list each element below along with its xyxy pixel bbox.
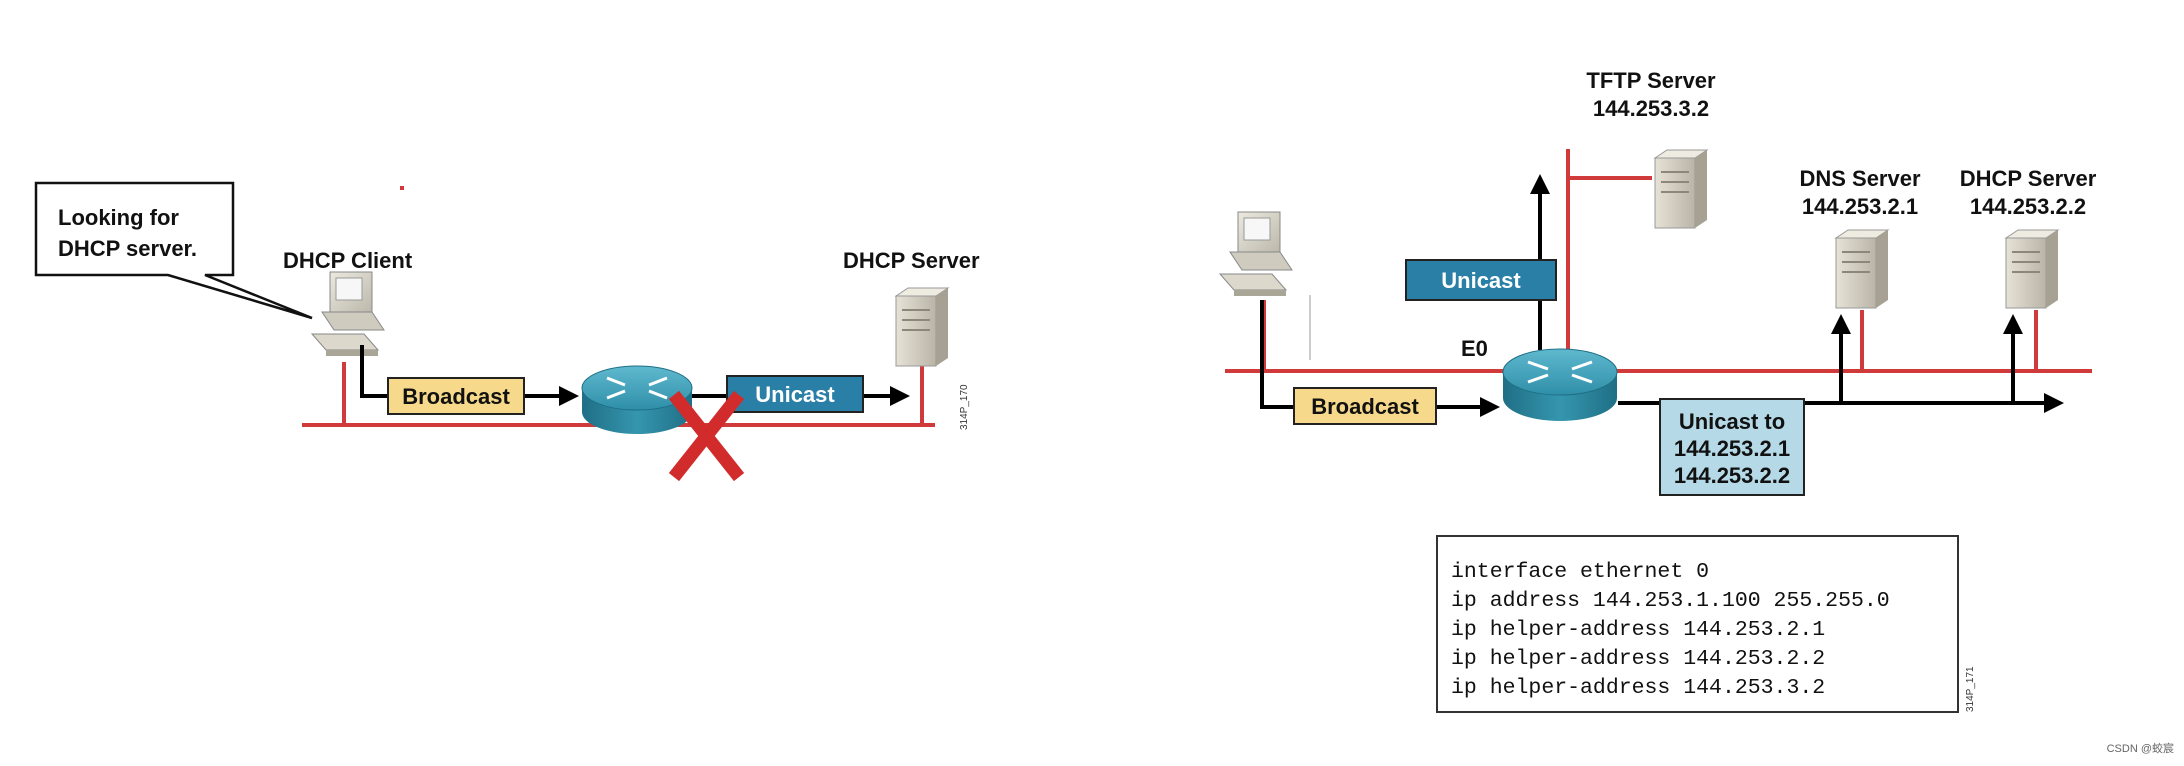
dhcp-server-icon (2004, 229, 2060, 309)
router-config-box: interface ethernet 0 ip address 144.253.… (1436, 535, 1959, 713)
config-line-3: ip helper-address 144.253.2.1 (1451, 618, 1825, 642)
left-broadcast-box: Broadcast (387, 377, 525, 415)
dhcp-client-label: DHCP Client (283, 248, 413, 273)
client-pc-icon-right (1218, 211, 1293, 296)
right-router-icon (1502, 348, 1618, 421)
left-router-icon (581, 365, 693, 434)
right-unicast-box: Unicast (1405, 259, 1557, 301)
config-line-1: interface ethernet 0 (1451, 560, 1709, 584)
dhcp-server-label: DHCP Server (843, 248, 980, 273)
right-broadcast-box: Broadcast (1293, 387, 1437, 425)
tftp-server-ip: 144.253.3.2 (1593, 96, 1709, 121)
interface-e0-label: E0 (1461, 336, 1488, 361)
blocked-x-icon (668, 390, 745, 482)
config-line-4: ip helper-address 144.253.2.2 (1451, 647, 1825, 671)
left-dhcp-server-icon (894, 287, 950, 367)
red-dot (400, 186, 404, 190)
left-broadcast-label: Broadcast (402, 384, 510, 409)
dns-server-ip: 144.253.2.1 (1802, 194, 1918, 219)
watermark: CSDN @蛟宸 (2107, 741, 2174, 755)
tftp-server-name: TFTP Server (1586, 68, 1716, 93)
dhcp-server-ip: 144.253.2.2 (1970, 194, 2086, 219)
client-pc-icon (310, 271, 385, 356)
right-figure-id: 314P_171 (1965, 666, 1976, 712)
unicast-to-line-3: 144.253.2.2 (1674, 463, 1790, 488)
unicast-to-line-1: Unicast to (1679, 409, 1785, 434)
dns-server-name: DNS Server (1799, 166, 1921, 191)
left-figure-id: 314P_170 (959, 384, 970, 430)
dhcp-server-name: DHCP Server (1960, 166, 2097, 191)
callout-line-2: DHCP server. (58, 236, 197, 261)
config-line-2: ip address 144.253.1.100 255.255.0 (1451, 589, 1890, 613)
right-unicast-label: Unicast (1441, 268, 1521, 293)
tftp-server-icon (1653, 149, 1709, 229)
right-diagram: TFTP Server 144.253.3.2 DNS Server 144.2… (1218, 68, 2097, 713)
unicast-to-box: Unicast to 144.253.2.1 144.253.2.2 (1659, 398, 1805, 496)
callout-line-1: Looking for (58, 205, 179, 230)
dns-server-icon (1834, 229, 1890, 309)
left-unicast-label: Unicast (755, 382, 835, 407)
left-unicast-box: Unicast (726, 375, 864, 413)
unicast-to-line-2: 144.253.2.1 (1674, 436, 1790, 461)
right-broadcast-label: Broadcast (1311, 394, 1419, 419)
config-line-5: ip helper-address 144.253.3.2 (1451, 676, 1825, 700)
left-diagram: Looking for DHCP server. DHCP Client DHC… (34, 181, 980, 482)
callout-bubble: Looking for DHCP server. (34, 181, 313, 320)
